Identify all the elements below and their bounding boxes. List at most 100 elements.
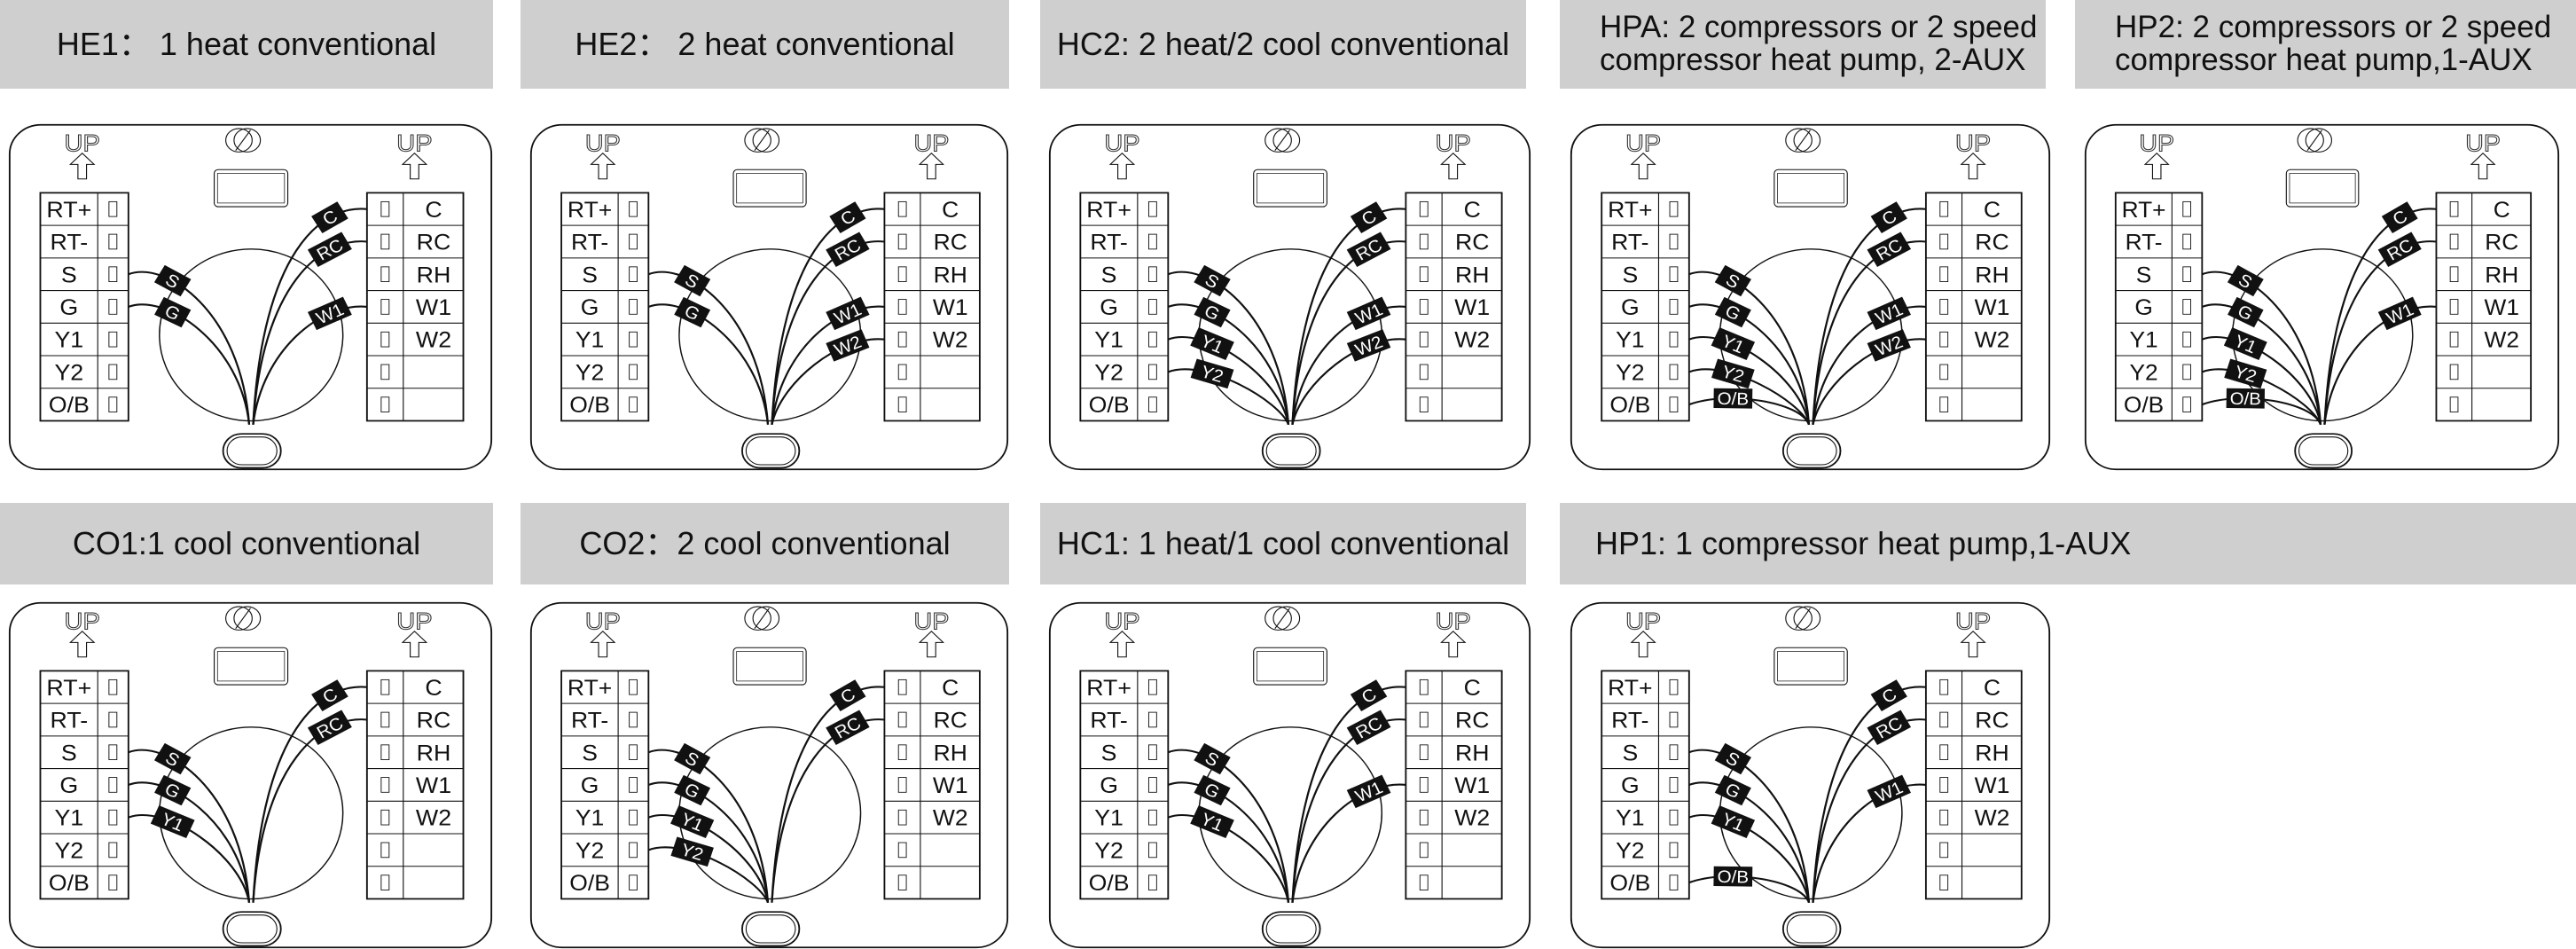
up-label: UP [2465,129,2501,156]
wire-tag-background [826,329,870,362]
screw-slot [235,608,251,629]
wire-tag-background [674,296,711,328]
left-terminal-label: RT+ [568,198,612,222]
screw-icon [2297,128,2324,153]
panel-title-he2: HE2： 2 heat conventional [521,0,1009,89]
wire-tag: S [153,264,192,297]
up-label: UP [1104,608,1139,634]
right-terminal-label: C [942,198,959,222]
wire-y2 [1167,368,1290,426]
wire-g [647,303,770,425]
wire-g [647,781,770,903]
screw-terminal-icon [1669,396,1679,412]
screw-terminal-icon [1147,396,1157,412]
screw-terminal-icon [1669,266,1679,283]
mounting-slot [732,169,807,208]
right-terminal-label: W2 [416,806,451,830]
wire-rc [252,240,367,425]
left-terminal-block [39,670,129,900]
left-terminal-label: O/B [49,872,90,896]
up-label: UP [1955,129,1991,156]
right-terminal-label: RC [934,231,967,255]
mounting-slot [1773,647,1848,686]
left-terminal-label: Y1 [2130,328,2158,352]
right-terminal-block [1924,670,2023,900]
left-terminal-label: Y2 [1094,839,1124,863]
wire-tag: G [674,774,711,806]
screw-terminal-icon [1669,364,1679,380]
left-terminal-label: S [61,741,77,765]
screw-icon [225,606,253,631]
right-terminal-label: RC [1455,709,1490,733]
wire-s [1688,749,1811,903]
wire-c [252,208,367,425]
screw-terminal-icon [380,809,390,826]
screw-terminal-icon [629,299,638,315]
right-terminal-label: RC [2485,231,2518,255]
up-arrow-icon [918,153,944,180]
screw-terminal-icon [897,711,907,728]
left-terminal-label: S [582,263,598,287]
screw-terminal-icon [1669,777,1679,793]
wire-tag-background [2228,296,2264,328]
left-terminal-block [560,670,650,900]
screw-terminal-icon [897,744,907,761]
wire-c [1812,686,1927,903]
wire-rc [2323,240,2437,425]
screw-terminal-icon [1669,678,1679,695]
right-terminal-label: C [425,199,442,223]
left-terminal-label: G [1621,774,1640,798]
wire-tag: C [1870,201,1907,233]
wire-w2 [1291,338,1406,425]
screw-terminal-icon [629,396,638,412]
screw-terminal-icon [108,364,118,380]
wire-g [128,781,251,903]
screw-terminal-icon [108,331,118,348]
wire-tag-background [1346,329,1391,362]
wire-tag-background [2226,388,2266,409]
mounting-slot-inner [216,173,286,204]
wire-g [2201,303,2322,425]
wire-tag-background [674,774,711,806]
screw-terminal-icon [2449,299,2459,315]
left-terminal-label: O/B [2124,394,2164,418]
screw-terminal-icon [1669,200,1679,217]
wire-s [647,271,770,425]
right-terminal-label: W1 [933,296,968,320]
up-arrow-icon [2470,153,2496,180]
wire-tag: Y2 [670,836,714,867]
screw-terminal-icon [2182,200,2192,217]
left-terminal-label: Y1 [575,328,604,352]
panel-title-hp1: HP1: 1 compressor heat pump,1-AUX [1560,503,2576,584]
wire-y1 [1167,814,1290,903]
left-terminal-label: S [1622,263,1638,287]
screw-terminal-icon [897,777,907,793]
screw-terminal-icon [380,678,390,695]
panel-title-hc2: HC2: 2 heat/2 cool conventional [1040,0,1526,89]
wire-tag-background [311,679,348,711]
left-terminal-label: Y1 [1616,328,1645,352]
wire-tag-background [307,231,352,267]
wire-s [1688,271,1811,425]
screw-terminal-icon [629,842,638,859]
up-arrow-icon [1440,631,1467,658]
left-terminal-label: RT- [1090,709,1128,733]
screw-terminal-icon [1419,678,1429,695]
wire-tag-background [1714,264,1751,297]
left-terminal-label: G [2134,296,2152,320]
up-arrow-icon [401,631,428,658]
screw-terminal-icon [108,200,118,217]
wire-tag: RC [826,231,870,267]
left-terminal-label: O/B [1089,394,1130,418]
screw-terminal-icon [1147,299,1157,315]
up-label: UP [1104,129,1139,156]
left-terminal-label: Y2 [1616,839,1645,863]
screw-terminal-icon [2182,396,2192,412]
right-terminal-label: RC [934,709,967,733]
left-terminal-block [1079,192,1170,422]
screw-slot [754,129,770,151]
